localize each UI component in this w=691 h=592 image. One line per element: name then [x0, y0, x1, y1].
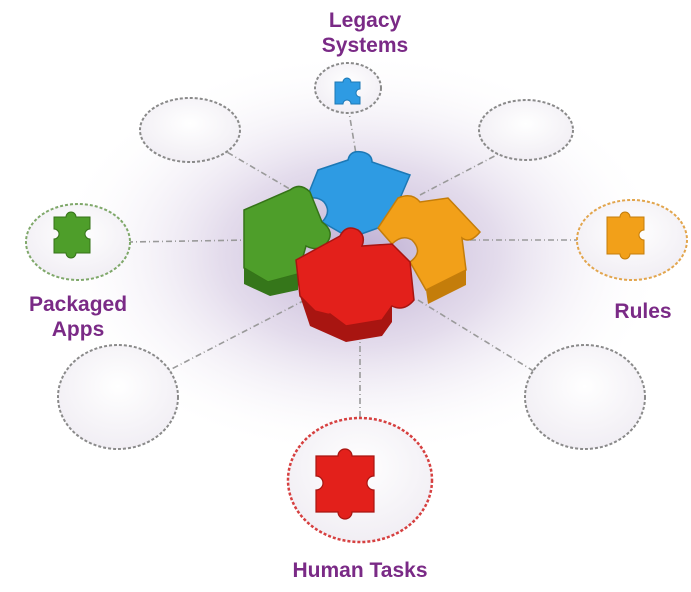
- blue-puzzle-piece-icon: [334, 77, 361, 105]
- connector-lines: [127, 111, 580, 418]
- node-human-tasks: [286, 416, 434, 544]
- green-puzzle-piece-icon: [53, 211, 91, 259]
- red-puzzle-piece-icon: [315, 448, 375, 520]
- node-packaged-apps: [25, 203, 131, 281]
- center-orange-puzzle-piece-icon: [377, 195, 482, 304]
- orange-puzzle-piece-icon: [606, 211, 645, 260]
- node-empty-bottom-left: [57, 344, 179, 450]
- center-green-puzzle-piece-icon: [243, 185, 331, 296]
- node-empty-top-right: [478, 99, 574, 161]
- label-rules: Rules: [614, 300, 672, 323]
- center-red-puzzle-piece-icon: [295, 227, 415, 342]
- node-rules: [576, 199, 688, 281]
- node-empty-bottom-right: [524, 344, 646, 450]
- node-legacy-systems: [314, 62, 382, 114]
- label-packaged-line1: Packaged: [28, 293, 128, 316]
- label-legacy-line2: Systems: [321, 34, 409, 57]
- label-legacy-line1: Legacy: [328, 9, 402, 32]
- label-packaged-apps: Packaged Apps: [8, 292, 148, 342]
- label-legacy-systems: Legacy Systems: [290, 8, 440, 58]
- label-human-tasks: Human Tasks: [292, 559, 428, 582]
- node-empty-top-left: [139, 97, 241, 163]
- central-puzzle-cluster: [243, 150, 482, 342]
- label-packaged-line2: Apps: [51, 318, 105, 341]
